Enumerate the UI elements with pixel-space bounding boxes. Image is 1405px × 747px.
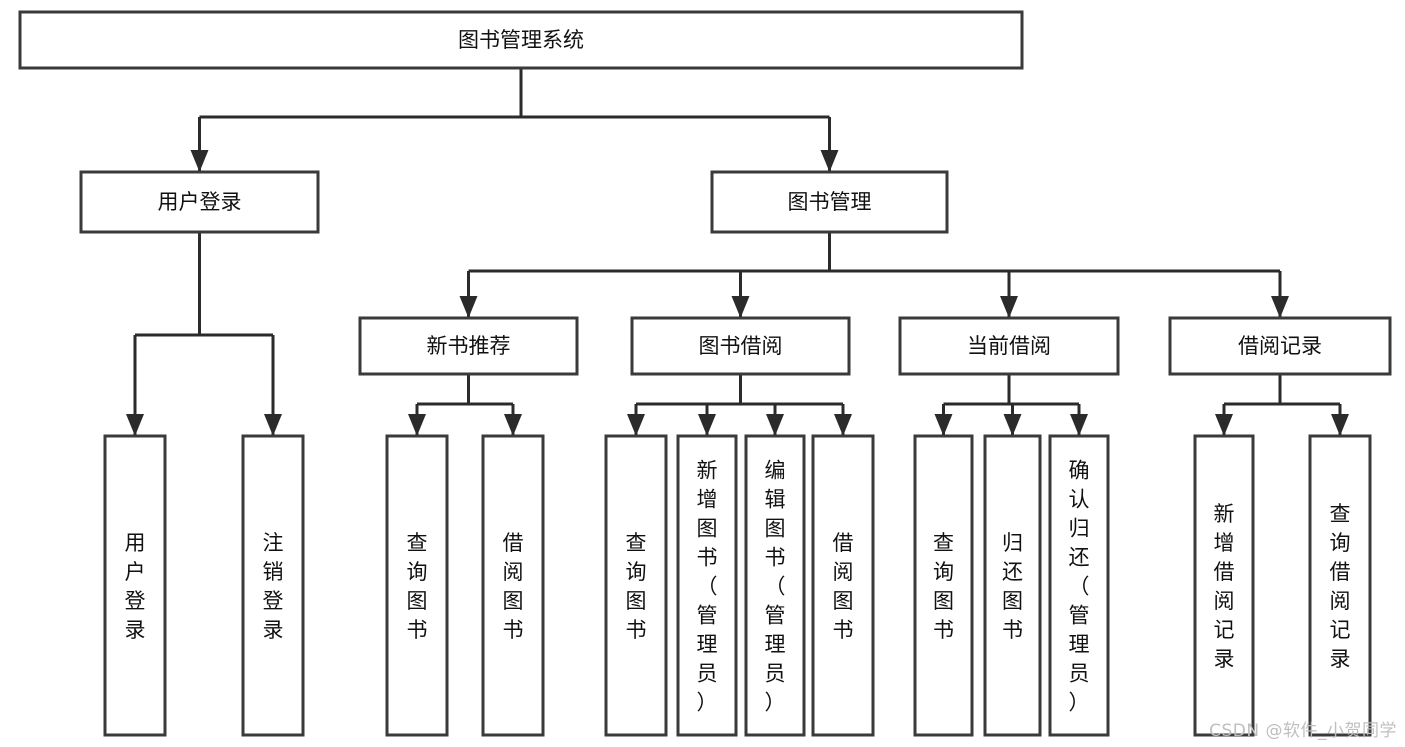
node-box-query-book-current [913, 434, 974, 737]
node-box-confirm-return-admin [1048, 434, 1110, 737]
arrow-head-icon [834, 414, 852, 436]
node-book-borrow[interactable]: 图书借阅 [630, 316, 851, 376]
node-borrow-book-rec[interactable]: 借阅图书 [481, 434, 545, 737]
node-label-add-book-admin: 新增图书（管理员） [697, 459, 718, 715]
node-box-book-management [710, 170, 949, 234]
node-label-user-login: 用户登录 [158, 190, 242, 214]
arrow-head-icon [1070, 414, 1088, 436]
node-label-borrow-records: 借阅记录 [1238, 334, 1322, 358]
node-box-borrow-records [1168, 316, 1392, 376]
node-label-book-borrow: 图书借阅 [699, 334, 783, 358]
node-label-current-borrow: 当前借阅 [967, 334, 1051, 358]
node-user-login[interactable]: 用户登录 [79, 170, 320, 234]
arrow-head-icon [1000, 296, 1018, 318]
node-label-user-logout: 注销登录 [263, 531, 284, 642]
node-box-user-logout [241, 434, 305, 737]
arrow-head-icon [934, 414, 953, 436]
node-user-logout[interactable]: 注销登录 [241, 434, 305, 737]
node-label-query-borrow-record: 查询借阅记录 [1330, 502, 1351, 671]
node-label-borrow-book-rec: 借阅图书 [503, 531, 524, 642]
node-box-edit-book-admin [744, 434, 806, 737]
node-add-borrow-record[interactable]: 新增借阅记录 [1193, 434, 1255, 737]
node-box-return-book [983, 434, 1042, 737]
node-box-user-login [79, 170, 320, 234]
node-user-login-do[interactable]: 用户登录 [103, 434, 167, 737]
node-return-book[interactable]: 归还图书 [983, 434, 1042, 737]
arrow-head-icon [766, 414, 784, 436]
node-borrow-records[interactable]: 借阅记录 [1168, 316, 1392, 376]
node-label-borrow-book-do: 借阅图书 [833, 531, 854, 642]
arrow-head-icon [1331, 414, 1349, 436]
arrow-head-icon [126, 414, 144, 436]
arrow-head-icon [459, 296, 478, 318]
node-box-user-login-do [103, 434, 167, 737]
node-box-current-borrow [898, 316, 1120, 376]
arrow-head-icon [731, 296, 750, 318]
node-confirm-return-admin[interactable]: 确认归还（管理员） [1048, 434, 1110, 737]
arrow-head-icon [627, 414, 645, 436]
node-label-new-book-recommend: 新书推荐 [427, 334, 511, 358]
node-layer: 图书管理系统用户登录用户登录注销登录图书管理新书推荐查询图书借阅图书图书借阅查询… [18, 10, 1392, 737]
arrow-head-icon [820, 150, 839, 172]
node-new-book-recommend[interactable]: 新书推荐 [358, 316, 579, 376]
arrow-head-icon [1271, 296, 1289, 318]
node-box-borrow-book-rec [481, 434, 545, 737]
node-box-borrow-book-do [811, 434, 875, 737]
connector-layer [126, 68, 1349, 436]
arrow-head-icon [1003, 414, 1022, 436]
node-box-query-book-borrow [604, 434, 668, 737]
node-query-borrow-record[interactable]: 查询借阅记录 [1308, 434, 1372, 737]
node-label-edit-book-admin: 编辑图书（管理员） [765, 459, 786, 715]
node-box-add-borrow-record [1193, 434, 1255, 737]
node-current-borrow[interactable]: 当前借阅 [898, 316, 1120, 376]
arrow-head-icon [1215, 414, 1233, 436]
node-label-root: 图书管理系统 [458, 28, 584, 52]
node-label-query-book-current: 查询图书 [933, 531, 954, 642]
node-label-book-management: 图书管理 [788, 190, 872, 214]
node-label-confirm-return-admin: 确认归还（管理员） [1069, 459, 1090, 715]
node-box-root [18, 10, 1024, 70]
watermark-label: CSDN @软件_小贺同学 [1209, 721, 1397, 741]
node-query-book-current[interactable]: 查询图书 [913, 434, 974, 737]
node-edit-book-admin[interactable]: 编辑图书（管理员） [744, 434, 806, 737]
arrow-head-icon [504, 414, 522, 436]
node-add-book-admin[interactable]: 新增图书（管理员） [676, 434, 738, 737]
node-box-query-book-rec [385, 434, 449, 737]
node-label-query-book-rec: 查询图书 [407, 531, 428, 642]
arrow-head-icon [264, 414, 282, 436]
node-query-book-rec[interactable]: 查询图书 [385, 434, 449, 737]
node-label-user-login-do: 用户登录 [125, 531, 146, 642]
node-label-add-borrow-record: 新增借阅记录 [1214, 502, 1235, 671]
node-box-add-book-admin [676, 434, 738, 737]
node-box-book-borrow [630, 316, 851, 376]
node-book-management[interactable]: 图书管理 [710, 170, 949, 234]
arrow-head-icon [190, 150, 209, 172]
node-box-query-borrow-record [1308, 434, 1372, 737]
node-query-book-borrow[interactable]: 查询图书 [604, 434, 668, 737]
node-root[interactable]: 图书管理系统 [18, 10, 1024, 70]
arrow-head-icon [698, 414, 716, 436]
node-label-query-book-borrow: 查询图书 [626, 531, 647, 642]
arrow-head-icon [408, 414, 426, 436]
node-box-new-book-recommend [358, 316, 579, 376]
node-borrow-book-do[interactable]: 借阅图书 [811, 434, 875, 737]
node-label-return-book: 归还图书 [1002, 531, 1023, 642]
